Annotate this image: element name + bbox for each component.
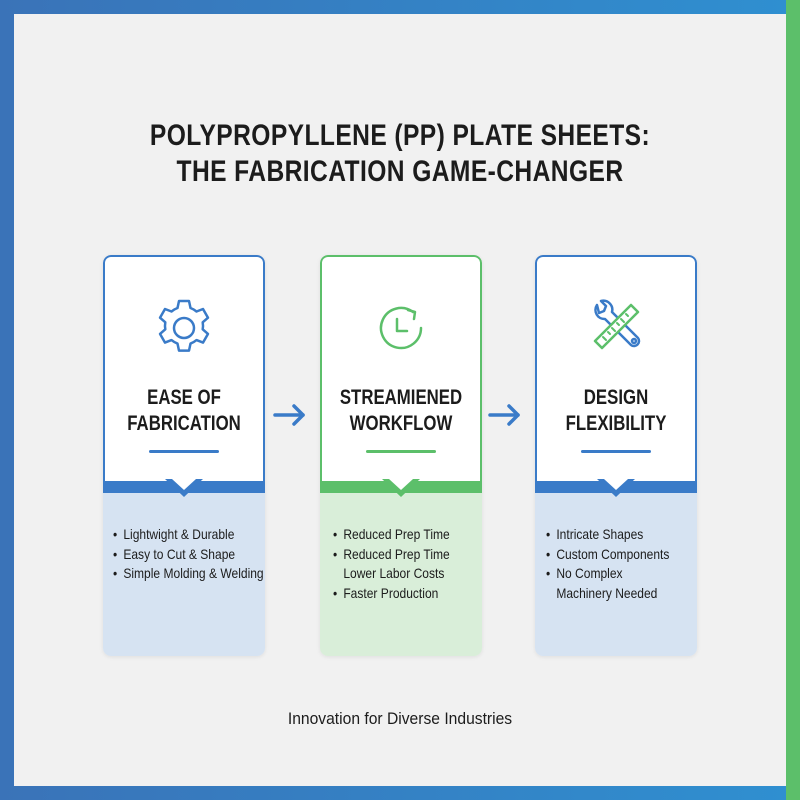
frame-border-left xyxy=(0,0,14,800)
list-item: Lower Labor Costs xyxy=(343,565,445,581)
list-item: Lightwight & Durable xyxy=(113,525,240,545)
bullet-list: Intricate Shapes Custom Components No Co… xyxy=(546,525,693,603)
list-item: Simple Molding & Welding xyxy=(113,564,264,584)
heading-line-2: FABRICATION xyxy=(127,412,241,435)
frame-border-top xyxy=(0,0,786,14)
list-item: Reduced Prep Time xyxy=(333,525,458,545)
list-item: Faster Production xyxy=(333,584,458,604)
card-header xyxy=(320,255,482,481)
list-item: Custom Components xyxy=(546,545,672,565)
heading-line-1: DESIGN xyxy=(583,386,649,409)
card-ease-of-fabrication: EASE OF FABRICATION Lightwight & Durable… xyxy=(103,255,265,656)
title-line-2: THE FABRICATION GAME-CHANGER xyxy=(176,155,624,188)
wrench-ruler-icon xyxy=(593,299,641,350)
card-header xyxy=(103,255,265,481)
card-notch-inner xyxy=(172,479,196,490)
card-notch-inner xyxy=(389,479,413,490)
list-item: Machinery Needed xyxy=(556,584,658,601)
list-item: No Complex xyxy=(546,564,672,584)
frame-border-bottom xyxy=(0,786,786,800)
divider xyxy=(581,450,651,453)
arrow-right-icon xyxy=(273,404,305,426)
card-notch-inner xyxy=(604,479,628,490)
title-line-1: POLYPROPYLLENE (PP) PLATE SHEETS: xyxy=(149,119,651,152)
heading-line-1: STREAMIENED xyxy=(339,386,463,409)
list-item: Easy to Cut & Shape xyxy=(113,545,240,565)
tagline: Innovation for Diverse Industries xyxy=(287,709,513,728)
heading-line-1: EASE OF xyxy=(147,386,221,409)
divider xyxy=(366,450,436,453)
card-header xyxy=(535,255,697,481)
heading-line-2: WORKFLOW xyxy=(349,412,453,435)
divider xyxy=(149,450,219,453)
clock-refresh-icon xyxy=(379,306,423,350)
bullet-list: Reduced Prep Time Reduced Prep Time Lowe… xyxy=(333,525,478,603)
list-item: Reduced Prep Time xyxy=(333,545,458,565)
heading-line-2: FLEXIBILITY xyxy=(565,412,667,435)
frame-border-right xyxy=(786,0,800,800)
card-heading: STREAMIENED WORKFLOW xyxy=(336,385,466,437)
page-title: POLYPROPYLLENE (PP) PLATE SHEETS: THE FA… xyxy=(72,118,728,190)
card-streamlined-workflow: STREAMIENED WORKFLOW Reduced Prep Time R… xyxy=(320,255,482,656)
card-heading: DESIGN FLEXIBILITY xyxy=(551,385,681,437)
card-body xyxy=(320,493,482,656)
card-heading: EASE OF FABRICATION xyxy=(119,385,249,437)
arrow-right-icon xyxy=(488,404,520,426)
card-design-flexibility: DESIGN FLEXIBILITY Intricate Shapes Cust… xyxy=(535,255,697,656)
gear-icon xyxy=(158,299,210,352)
list-item: Intricate Shapes xyxy=(546,525,672,545)
bullet-list: Lightwight & Durable Easy to Cut & Shape… xyxy=(113,525,264,584)
